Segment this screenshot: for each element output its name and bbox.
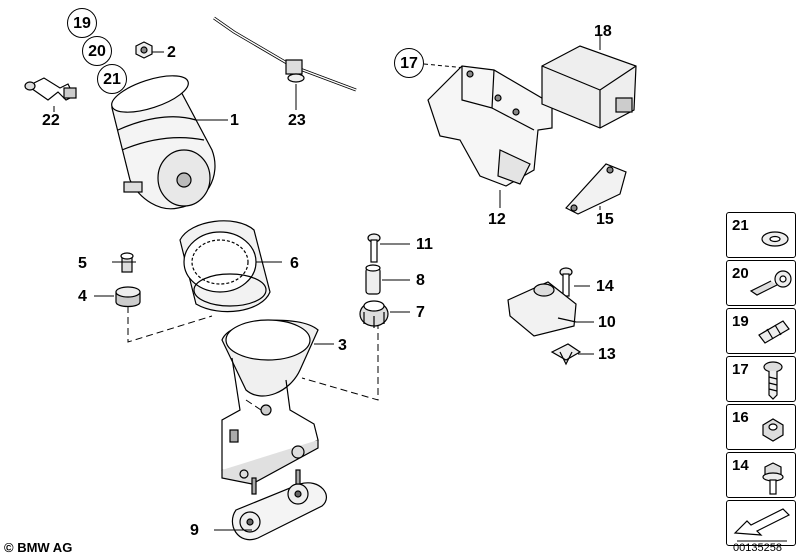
- callout-19: 19: [67, 8, 97, 38]
- part-2-nut: [135, 41, 153, 59]
- part-13-clip: [550, 343, 582, 366]
- callout-4: 4: [78, 288, 87, 305]
- callout-17: 17: [394, 48, 424, 78]
- part-22-fitting: [24, 77, 77, 101]
- part-8-sleeve: [365, 264, 381, 295]
- callout-2: 2: [167, 44, 176, 61]
- callout-13: 13: [598, 346, 616, 363]
- callout-8: 8: [416, 272, 425, 289]
- part-12-bracket: [427, 65, 553, 187]
- legend-number: 19: [732, 313, 749, 330]
- callout-3: 3: [338, 337, 347, 354]
- callout-6: 6: [290, 255, 299, 272]
- legend-number: 14: [732, 457, 749, 474]
- part-9-mount: [231, 469, 328, 541]
- legend-item-17: 17: [726, 356, 796, 402]
- legend-item-14: 14: [726, 452, 796, 498]
- legend-number: 16: [732, 409, 749, 426]
- part-7-bushing: [359, 300, 389, 328]
- part-10-sensor: [507, 281, 577, 337]
- callout-20: 20: [82, 36, 112, 66]
- callout-23: 23: [288, 112, 306, 129]
- part-4-rubber-mount: [115, 286, 141, 308]
- callout-21: 21: [97, 64, 127, 94]
- part-18-module: [541, 45, 637, 129]
- callout-14: 14: [596, 278, 614, 295]
- callout-10: 10: [598, 314, 616, 331]
- hex-nut-icon: [762, 418, 784, 442]
- leader-lines: [127, 306, 379, 413]
- part-23-cable-tie: [213, 16, 357, 92]
- callout-12: 12: [488, 211, 506, 228]
- sleeve-icon: [758, 320, 790, 344]
- part-5-screw: [120, 252, 134, 273]
- flange-bolt-icon: [762, 462, 784, 495]
- part-15-plate: [565, 163, 627, 215]
- legend-number: 21: [732, 217, 749, 234]
- washer-icon: [761, 231, 789, 247]
- legend-arrow-cell: [726, 500, 796, 546]
- legend-item-20: 20: [726, 260, 796, 306]
- callout-11: 11: [416, 236, 433, 253]
- banjo-fitting-icon: [749, 270, 792, 296]
- legend-number: 17: [732, 361, 749, 378]
- legend-item-16: 16: [726, 404, 796, 450]
- callout-1: 1: [230, 112, 239, 129]
- callout-7: 7: [416, 304, 425, 321]
- legend-number: 20: [732, 265, 749, 282]
- legend-item-19: 19: [726, 308, 796, 354]
- part-3-bracket: [221, 319, 319, 485]
- screw-icon: [763, 361, 783, 400]
- callout-lines: [53, 36, 601, 531]
- arrow-icon: [733, 508, 791, 542]
- callout-22: 22: [42, 112, 60, 129]
- callout-15: 15: [596, 211, 614, 228]
- part-6-gear-ring: [179, 220, 271, 313]
- legend-item-21: 21: [726, 212, 796, 258]
- document-id: 00135258: [733, 542, 782, 554]
- part-14-bolt: [559, 267, 573, 297]
- part-11-bolt: [367, 233, 381, 263]
- copyright-text: © BMW AG: [4, 540, 73, 555]
- callout-5: 5: [78, 255, 87, 272]
- callout-9: 9: [190, 522, 199, 539]
- part-1-pump-motor: [111, 75, 216, 210]
- callout-18: 18: [594, 23, 612, 40]
